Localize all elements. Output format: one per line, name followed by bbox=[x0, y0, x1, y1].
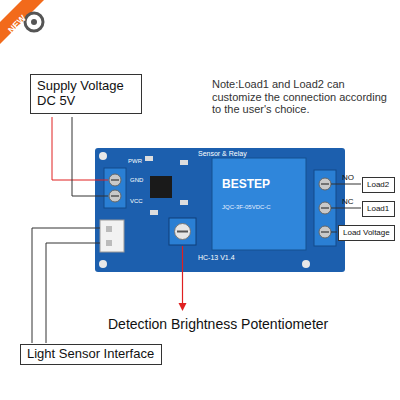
pcb-board bbox=[95, 148, 345, 272]
silk-text: VCC bbox=[130, 198, 143, 205]
load-box: Load Voltage bbox=[338, 225, 395, 241]
relay-model: JQC-3F-05VDC-C bbox=[222, 204, 271, 211]
logo-dot bbox=[31, 19, 37, 25]
pin-name: NO bbox=[342, 173, 354, 182]
mount-hole bbox=[99, 152, 107, 160]
logo-ring bbox=[25, 13, 43, 31]
pin-name-text: NO bbox=[342, 173, 354, 182]
leader-line bbox=[331, 208, 361, 209]
leader-line bbox=[52, 117, 108, 180]
relay-brand-text: BESTEP bbox=[222, 177, 270, 191]
arrow-head bbox=[179, 303, 187, 311]
mount-hole bbox=[302, 260, 310, 268]
terminal-screw bbox=[109, 174, 121, 186]
mount-hole bbox=[99, 260, 107, 268]
silk-text: GND bbox=[130, 177, 143, 184]
smd-part bbox=[145, 156, 153, 161]
pointer-arrow bbox=[182, 246, 183, 304]
potentiometer bbox=[169, 218, 196, 245]
load-box: Load1 bbox=[362, 201, 395, 217]
pot-knob bbox=[175, 224, 191, 240]
connector-pin bbox=[106, 226, 112, 232]
leader-line bbox=[331, 232, 337, 233]
relay-brand: BESTEP bbox=[222, 178, 270, 192]
terminal-screw bbox=[319, 178, 331, 190]
leader-line bbox=[46, 243, 100, 343]
box-text: Load1 bbox=[367, 204, 390, 213]
note-text-text: Note:Load1 and Load2 can customize the c… bbox=[212, 78, 387, 115]
relay-body bbox=[212, 158, 306, 250]
silk-text-text: PWR bbox=[128, 158, 142, 164]
callout-text-text: Detection Brightness Potentiometer bbox=[108, 316, 328, 332]
new-ribbon bbox=[0, 0, 44, 44]
box-text: Supply Voltage DC 5V bbox=[37, 79, 135, 109]
connector-pin bbox=[106, 240, 112, 246]
note-text: Note:Load1 and Load2 can customize the c… bbox=[212, 78, 396, 116]
pin-name: NC bbox=[342, 197, 354, 206]
leader-line bbox=[72, 117, 108, 196]
terminal-screw bbox=[319, 202, 331, 214]
silk-text-text: HC-13 V1.4 bbox=[198, 254, 235, 261]
silk-text-text: GND bbox=[130, 177, 143, 183]
terminal-screw bbox=[319, 226, 331, 238]
silk-text: HC-13 V1.4 bbox=[198, 254, 235, 262]
load-box: Load2 bbox=[362, 177, 395, 193]
leader-line bbox=[32, 228, 100, 343]
ic-chip bbox=[150, 176, 172, 198]
smd-part bbox=[180, 160, 188, 165]
box-text: Light Sensor Interface bbox=[27, 347, 155, 362]
terminal-screw bbox=[109, 190, 121, 202]
silk-text: Sensor & Relay bbox=[198, 150, 247, 158]
box-text: Load Voltage bbox=[343, 228, 390, 237]
smd-part bbox=[150, 210, 158, 215]
callout-box: Light Sensor Interface bbox=[20, 344, 162, 365]
silk-text-text: VCC bbox=[130, 198, 143, 204]
relay-model-text: JQC-3F-05VDC-C bbox=[222, 204, 271, 210]
sensor-connector bbox=[100, 220, 124, 252]
power-terminal bbox=[104, 168, 126, 208]
pin-name-text: NC bbox=[342, 197, 354, 206]
box-text: Load2 bbox=[367, 180, 390, 189]
leader-line bbox=[331, 184, 361, 185]
silk-text: PWR bbox=[128, 158, 142, 165]
silk-text-text: Sensor & Relay bbox=[198, 150, 247, 157]
callout-box: Supply Voltage DC 5V bbox=[30, 74, 142, 114]
smd-part bbox=[180, 200, 188, 205]
callout-text: Detection Brightness Potentiometer bbox=[108, 316, 328, 332]
